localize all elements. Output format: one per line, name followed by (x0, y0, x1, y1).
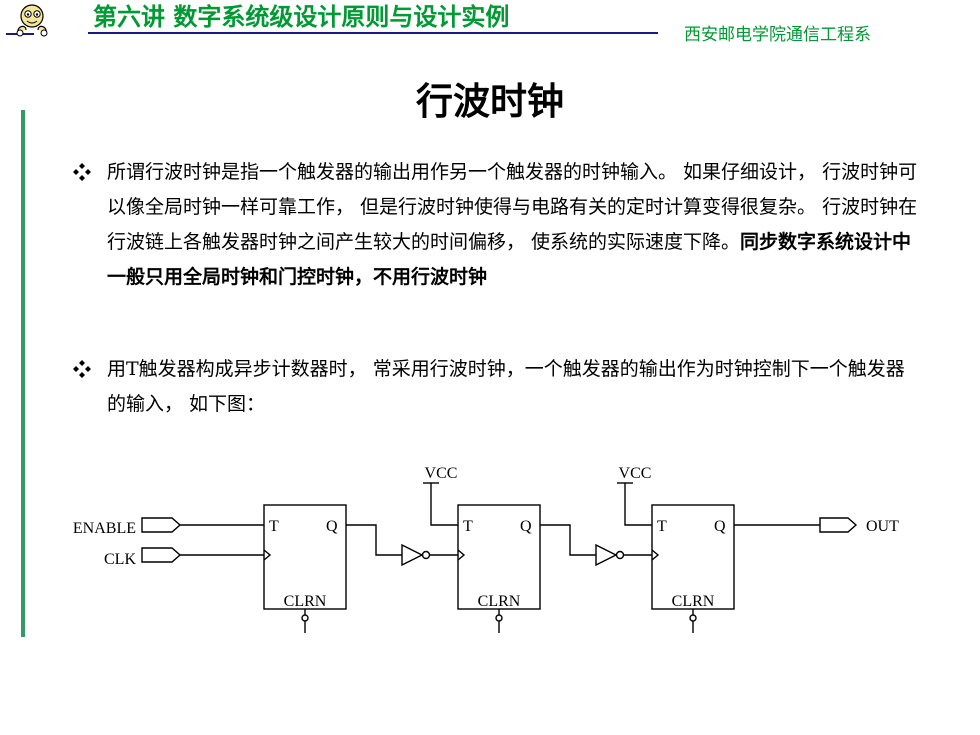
clock-triangle-1 (263, 549, 272, 561)
header-rule (88, 32, 658, 34)
inverter-bubble-1 (421, 550, 431, 560)
ff1-q-label: Q (326, 518, 338, 535)
inverter-bubble-2 (615, 550, 625, 560)
vcc-label-2: VCC (619, 465, 652, 482)
inverter-1 (401, 543, 424, 567)
bullet-text: 所谓行波时钟是指一个触发器的输出用作另一个触发器的时钟输入。 如果仔细设计， 行… (107, 155, 922, 295)
out-label: OUT (866, 518, 899, 535)
enable-label: ENABLE (73, 520, 136, 537)
ff3-q-label: Q (714, 518, 726, 535)
clock-triangle-3 (651, 549, 660, 561)
bullet-text-bold: 同步数字系统设计中一般只用全局时钟和门控时钟，不用行波时钟 (107, 231, 912, 288)
bullet-text-normal: 用T触发器构成异步计数器时， 常采用行波时钟，一个触发器的输出作为时钟控制下一个… (107, 358, 905, 415)
clock-triangle-2 (457, 549, 466, 561)
bullet-item: 所谓行波时钟是指一个触发器的输出用作另一个触发器的时钟输入。 如果仔细设计， 行… (72, 155, 922, 295)
ff3-clrn-label: CLRN (672, 593, 715, 610)
ff1-t-label: T (269, 518, 279, 535)
four-diamond-bullet-icon (73, 360, 91, 378)
lecture-title: 第六讲 数字系统级设计原则与设计实例 (93, 2, 510, 31)
slide-title: 行波时钟 (416, 79, 564, 123)
ff1-clrn-label: CLRN (284, 593, 327, 610)
bullet-item: 用T触发器构成异步计数器时， 常采用行波时钟，一个触发器的输出作为时钟控制下一个… (72, 352, 922, 422)
q2-wire (540, 524, 596, 556)
four-diamond-bullet-icon (73, 163, 91, 181)
clk-input-pin (141, 547, 182, 563)
vcc-label-1: VCC (425, 465, 458, 482)
left-accent-bar (21, 110, 25, 637)
ripple-counter-circuit: ENABLE CLK OUT VCC VCC T Q CLRN T Q CLRN… (73, 465, 899, 633)
enable-input-pin (141, 517, 182, 533)
vcc-wire-2 (624, 483, 652, 526)
clrn-bubble-1 (301, 614, 309, 622)
inverter-2 (595, 543, 618, 567)
ff2-q-label: Q (520, 518, 532, 535)
vcc-wire-1 (430, 483, 458, 526)
clk-label: CLK (104, 551, 136, 568)
bullet-text: 用T触发器构成异步计数器时， 常采用行波时钟，一个触发器的输出作为时钟控制下一个… (107, 352, 922, 422)
bullet-text-normal: 所谓行波时钟是指一个触发器的输出用作另一个触发器的时钟输入。 如果仔细设计， 行… (107, 161, 918, 253)
ff2-clrn-label: CLRN (478, 593, 521, 610)
ff2-t-label: T (463, 518, 473, 535)
out-output-pin (819, 517, 858, 533)
mascot-icon (6, 4, 48, 37)
clrn-bubble-2 (495, 614, 503, 622)
ff3-t-label: T (657, 518, 667, 535)
clrn-bubble-3 (689, 614, 697, 622)
organization-name: 西安邮电学院通信工程系 (684, 25, 871, 45)
q1-wire (346, 524, 402, 556)
